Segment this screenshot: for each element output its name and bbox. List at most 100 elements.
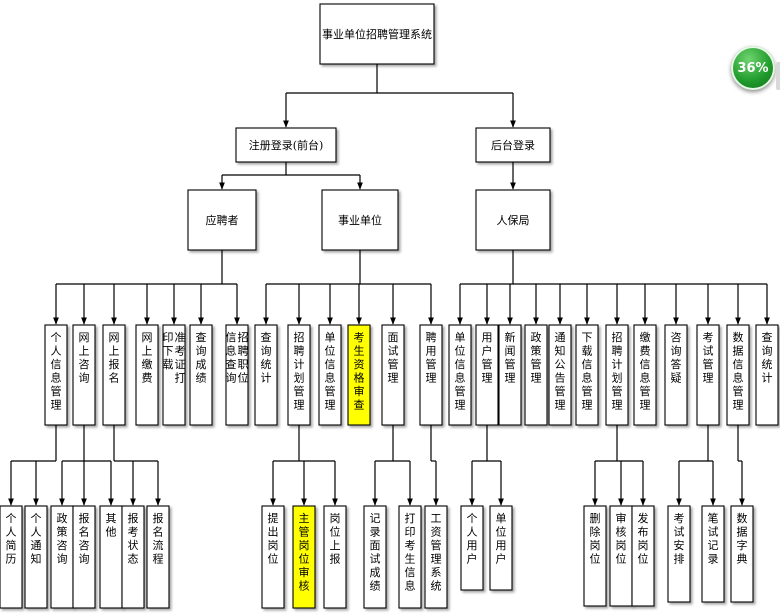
node-box xyxy=(0,505,23,609)
node-l4: 打印考生信息 xyxy=(398,505,422,609)
node-label: 政策管理 xyxy=(531,330,542,385)
node-l3: 查询成绩 xyxy=(189,324,213,426)
node-label: 个人简历 xyxy=(6,512,17,566)
node-box xyxy=(72,324,96,426)
node-l3: 新闻管理 xyxy=(498,324,522,426)
node-label: 网上报名 xyxy=(109,331,120,385)
node-box xyxy=(72,505,96,609)
node-box xyxy=(363,505,387,609)
node-label: 招聘计划管理 xyxy=(612,330,623,412)
node-box xyxy=(701,505,725,603)
node-l4: 单位用户 xyxy=(489,505,513,591)
node-box xyxy=(524,324,548,426)
node-box xyxy=(726,324,750,426)
node-l3: 咨询答疑 xyxy=(664,324,688,426)
node-box xyxy=(44,324,68,426)
node-label: 应聘者 xyxy=(206,213,239,227)
node-label: 招聘计划管理 xyxy=(294,330,305,412)
node-label: 提出岗位 xyxy=(268,512,279,566)
node-l4: 政策咨询 xyxy=(50,505,74,609)
node-box xyxy=(318,324,342,426)
node-label: 面试管理 xyxy=(388,331,399,385)
node-box xyxy=(235,127,337,163)
node-label: 单位信息管理 xyxy=(455,331,466,412)
node-label: 单位用户 xyxy=(496,512,507,566)
node-l4: 工资管理系统 xyxy=(424,505,448,609)
node-box xyxy=(321,189,399,251)
node-l3: 面试管理 xyxy=(381,324,405,426)
node-box xyxy=(319,3,435,65)
node-label: 单位信息管理 xyxy=(325,331,336,412)
node-l4: 审核岗位 xyxy=(609,505,633,607)
node-box xyxy=(189,324,213,426)
node-label: 用户管理 xyxy=(482,331,493,385)
node-box xyxy=(24,505,48,609)
node-label: 考生资格审查 xyxy=(354,331,365,412)
node-box xyxy=(755,324,779,426)
node-l1-1: 后台登录 xyxy=(475,127,551,163)
node-l1-0: 注册登录(前台) xyxy=(235,127,337,163)
node-label: 政策咨询 xyxy=(57,511,68,566)
node-label: 网上缴费 xyxy=(142,331,153,385)
node-box xyxy=(475,189,551,251)
node-label: 个人用户 xyxy=(467,512,478,566)
node-box xyxy=(448,324,472,426)
node-label: 报名流程 xyxy=(153,511,164,566)
node-label: 记录面试成绩 xyxy=(370,512,381,593)
node-label: 数据信息管理 xyxy=(733,331,744,412)
node-label: 笔试记录 xyxy=(708,511,719,566)
node-box xyxy=(162,324,186,426)
node-label: 发布岗位 xyxy=(638,511,649,566)
node-label: 打印考生信息 xyxy=(405,511,416,593)
node-label: 准考证打印下载 xyxy=(163,331,186,385)
node-box xyxy=(631,505,655,607)
node-l3: 准考证打印下载 xyxy=(162,324,186,426)
node-l4: 报考状态 xyxy=(121,505,145,609)
node-l3: 单位信息管理 xyxy=(448,324,472,426)
node-box xyxy=(398,505,422,609)
node-box xyxy=(633,324,657,426)
node-box xyxy=(548,324,572,426)
node-box xyxy=(475,127,551,163)
node-box xyxy=(424,505,448,609)
node-box xyxy=(696,324,720,426)
node-label: 缴费信息管理 xyxy=(640,330,651,412)
node-box xyxy=(605,324,629,426)
node-l3: 数据信息管理 xyxy=(726,324,750,426)
node-label: 其他 xyxy=(106,512,117,539)
node-l3: 考生资格审查 xyxy=(347,324,371,426)
node-box xyxy=(475,324,499,426)
node-label: 审核岗位 xyxy=(616,511,627,566)
node-label: 数据字典 xyxy=(737,512,748,566)
node-l4: 其他 xyxy=(99,505,123,609)
node-l3: 聘用管理 xyxy=(419,324,443,426)
progress-badge[interactable]: 36% xyxy=(731,46,775,90)
node-l3: 政策管理 xyxy=(524,324,548,426)
node-label: 查询统计 xyxy=(762,330,773,385)
node-label: 咨询答疑 xyxy=(671,330,682,385)
node-label: 招聘职位信息查询 xyxy=(226,330,249,385)
progress-text: 36% xyxy=(737,60,769,76)
node-box xyxy=(254,324,278,426)
node-label: 新闻管理 xyxy=(505,330,516,385)
node-box xyxy=(498,324,522,426)
node-l3: 通知公告管理 xyxy=(548,324,572,426)
node-label: 考试安排 xyxy=(674,512,685,566)
node-box xyxy=(730,505,754,603)
node-l4: 报名流程 xyxy=(146,505,170,609)
node-l3: 招聘计划管理 xyxy=(287,324,311,426)
node-box xyxy=(261,505,285,609)
side-tab[interactable] xyxy=(776,62,780,90)
node-label: 个人通知 xyxy=(31,512,42,566)
node-l3: 下载信息管理 xyxy=(575,324,599,426)
node-box xyxy=(419,324,443,426)
node-l3: 查询统计 xyxy=(254,324,278,426)
node-box xyxy=(489,505,513,591)
node-box xyxy=(225,324,249,426)
node-label: 报名咨询 xyxy=(79,511,90,566)
node-l3: 网上报名 xyxy=(102,324,126,426)
node-label: 查询成绩 xyxy=(196,330,207,385)
node-l3: 考试管理 xyxy=(696,324,720,426)
node-label: 人保局 xyxy=(497,213,530,227)
